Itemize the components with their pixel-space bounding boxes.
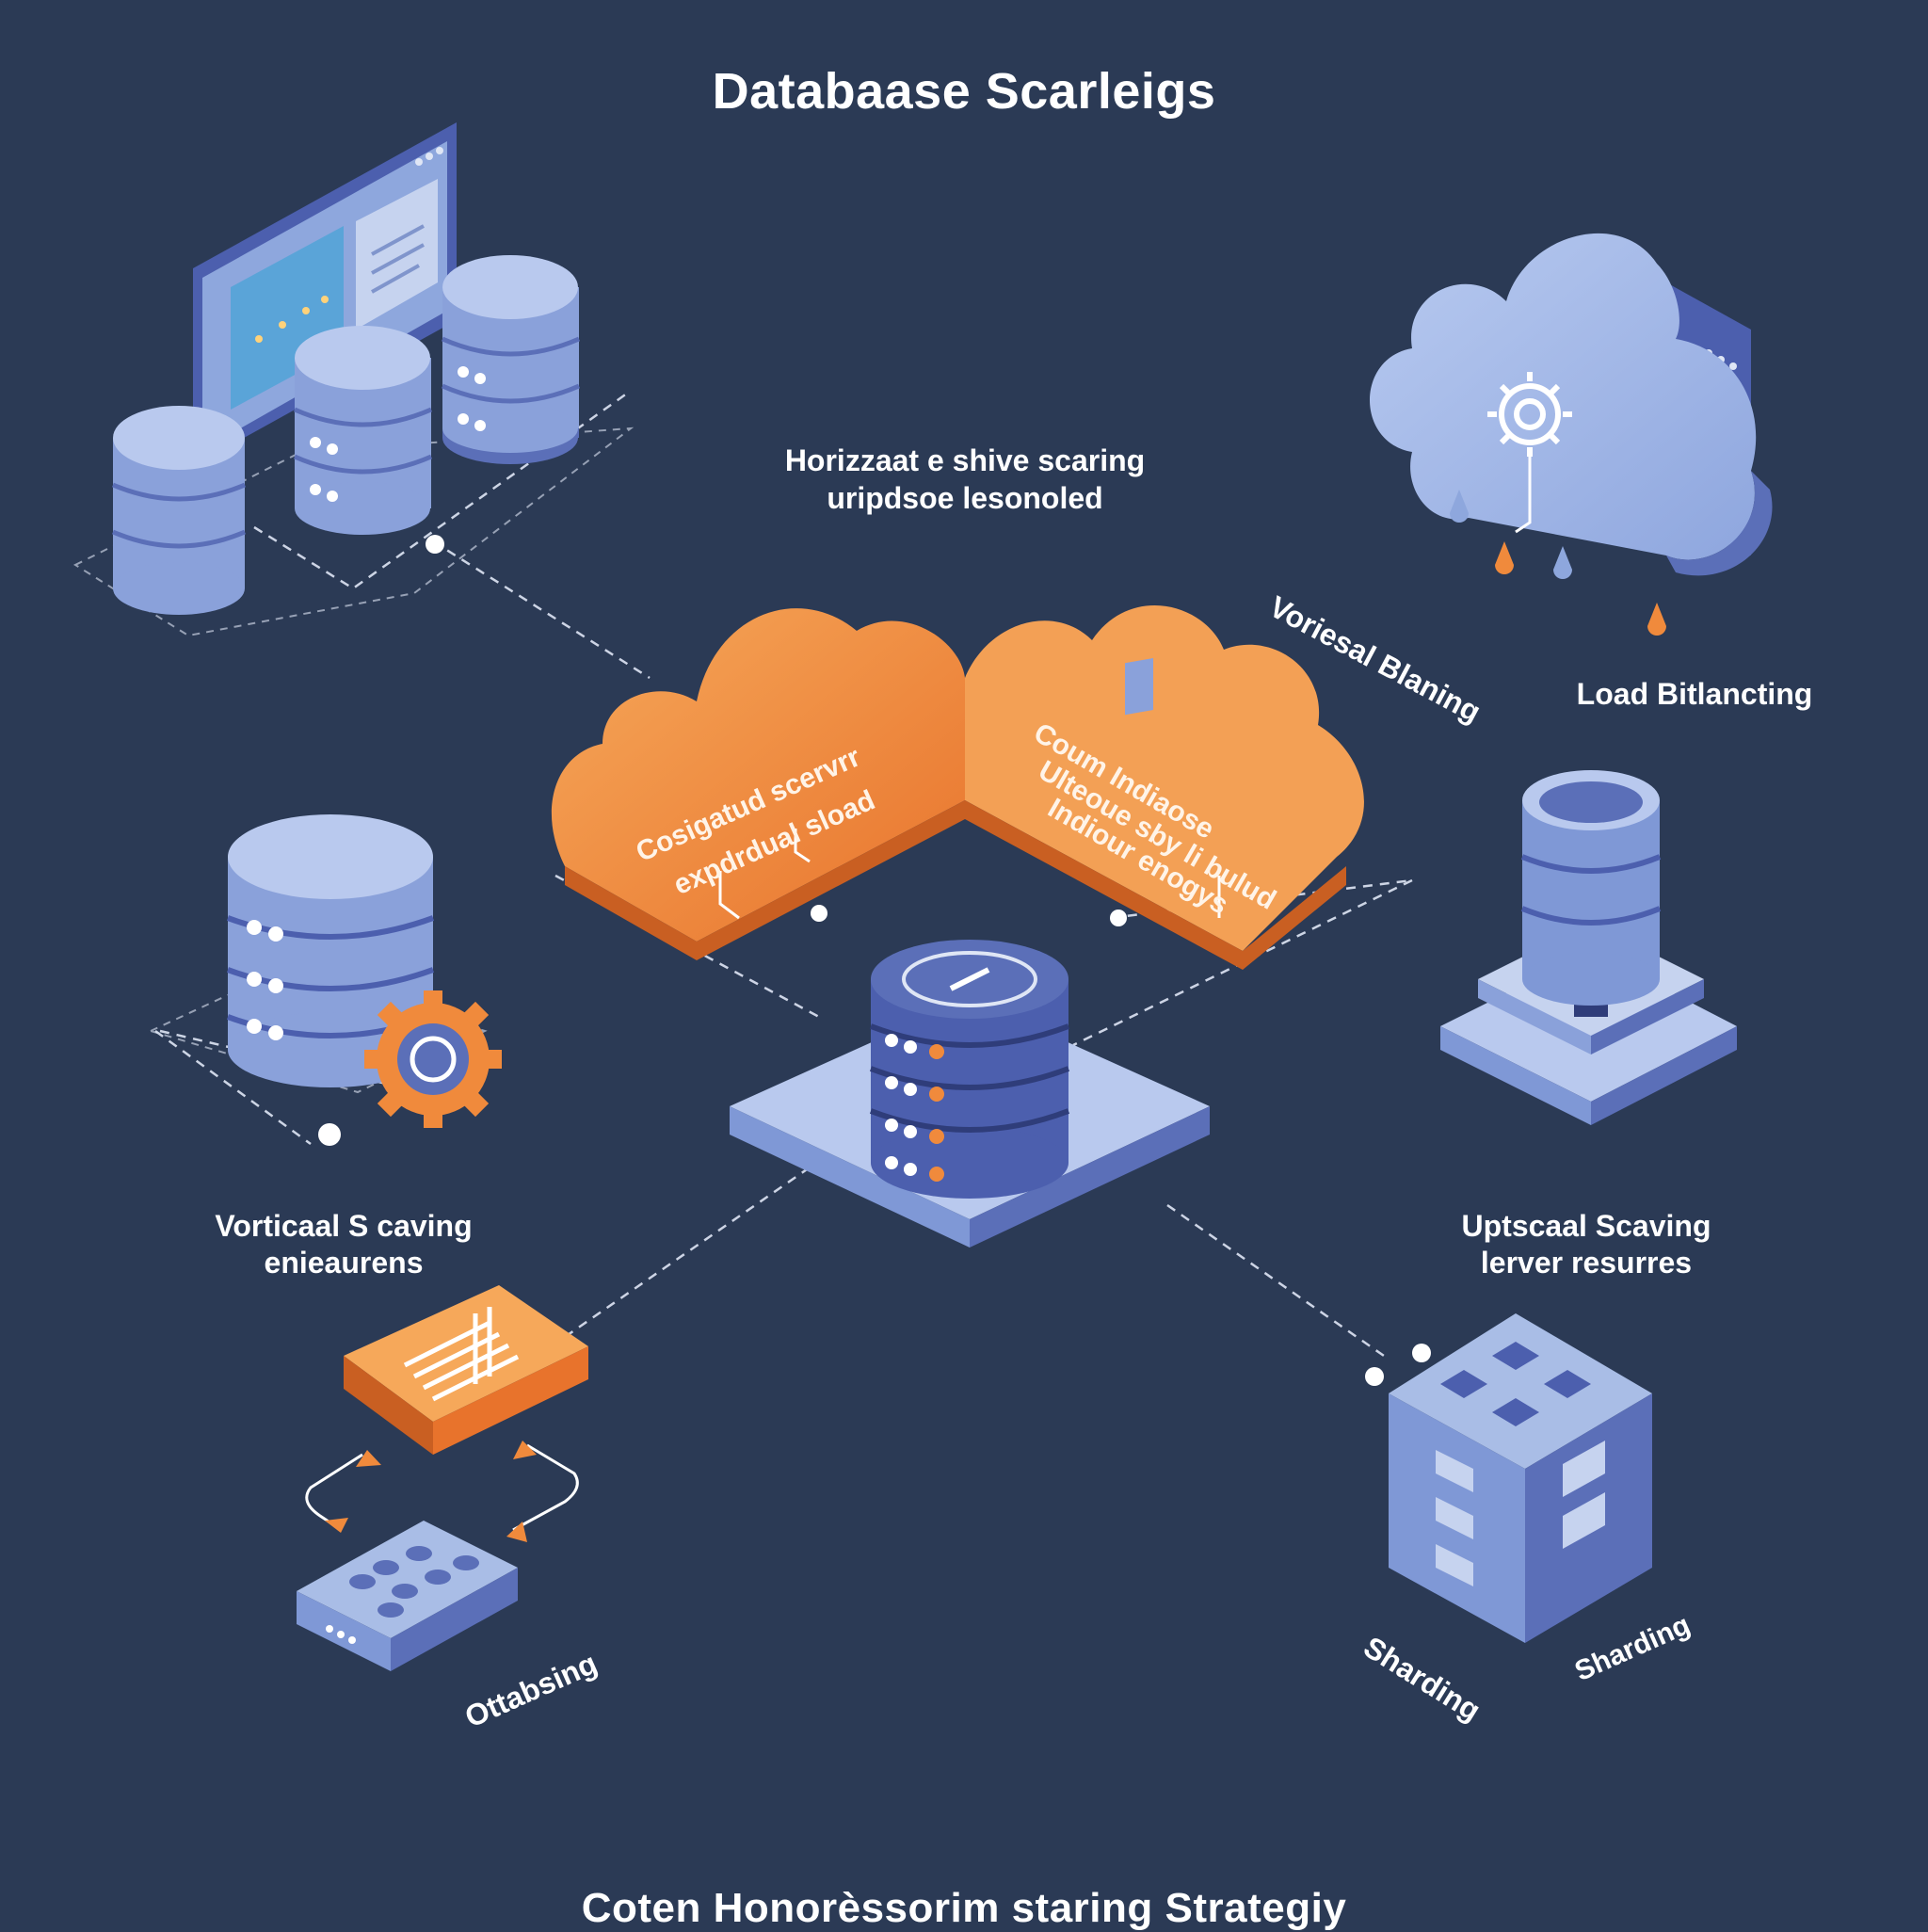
cloud-left-orange bbox=[551, 608, 965, 960]
database-icon bbox=[441, 255, 581, 464]
drop-icons bbox=[1450, 490, 1666, 636]
connector-dots bbox=[318, 535, 1431, 1386]
cube-icon bbox=[1389, 1313, 1652, 1643]
document-icon bbox=[344, 1285, 588, 1455]
label-horizontal-scaling-sub: uripdsoe lesonoled bbox=[827, 481, 1103, 515]
label-load-balancing: Load Bitlancting bbox=[1576, 677, 1813, 711]
database-icon bbox=[112, 406, 246, 615]
cloud-right-orange bbox=[965, 604, 1364, 970]
label-vertical-scaling: Vorticaal S caving bbox=[215, 1209, 473, 1243]
platform-outline bbox=[72, 427, 635, 637]
gear-icon bbox=[364, 990, 502, 1128]
sync-arrows-icon bbox=[305, 1443, 579, 1532]
diagram-title: Databaase Scarleigs bbox=[712, 63, 1216, 120]
label-upscale-scaling: Uptscaal Scaving bbox=[1461, 1209, 1711, 1243]
database-icon bbox=[1440, 770, 1737, 1125]
chip-icon bbox=[297, 1521, 518, 1671]
cloud-stems bbox=[718, 829, 1221, 920]
label-horizontal-scaling: Horizzaat e shive scaring bbox=[784, 443, 1146, 477]
gear-icon bbox=[1487, 372, 1572, 457]
label-upscale-scaling-sub: lerver resurres bbox=[1480, 1246, 1693, 1280]
server-stack-icon bbox=[869, 940, 1070, 1199]
cloud-icon bbox=[1370, 233, 1773, 636]
monitor-icon bbox=[193, 122, 457, 466]
database-icon bbox=[293, 326, 433, 535]
arrowheads bbox=[325, 1441, 537, 1542]
label-vertical-scaling-sub: enieaurens bbox=[264, 1246, 424, 1280]
diagram-footer: Coten Honorèssorim staring Strategiy bbox=[581, 1885, 1347, 1931]
